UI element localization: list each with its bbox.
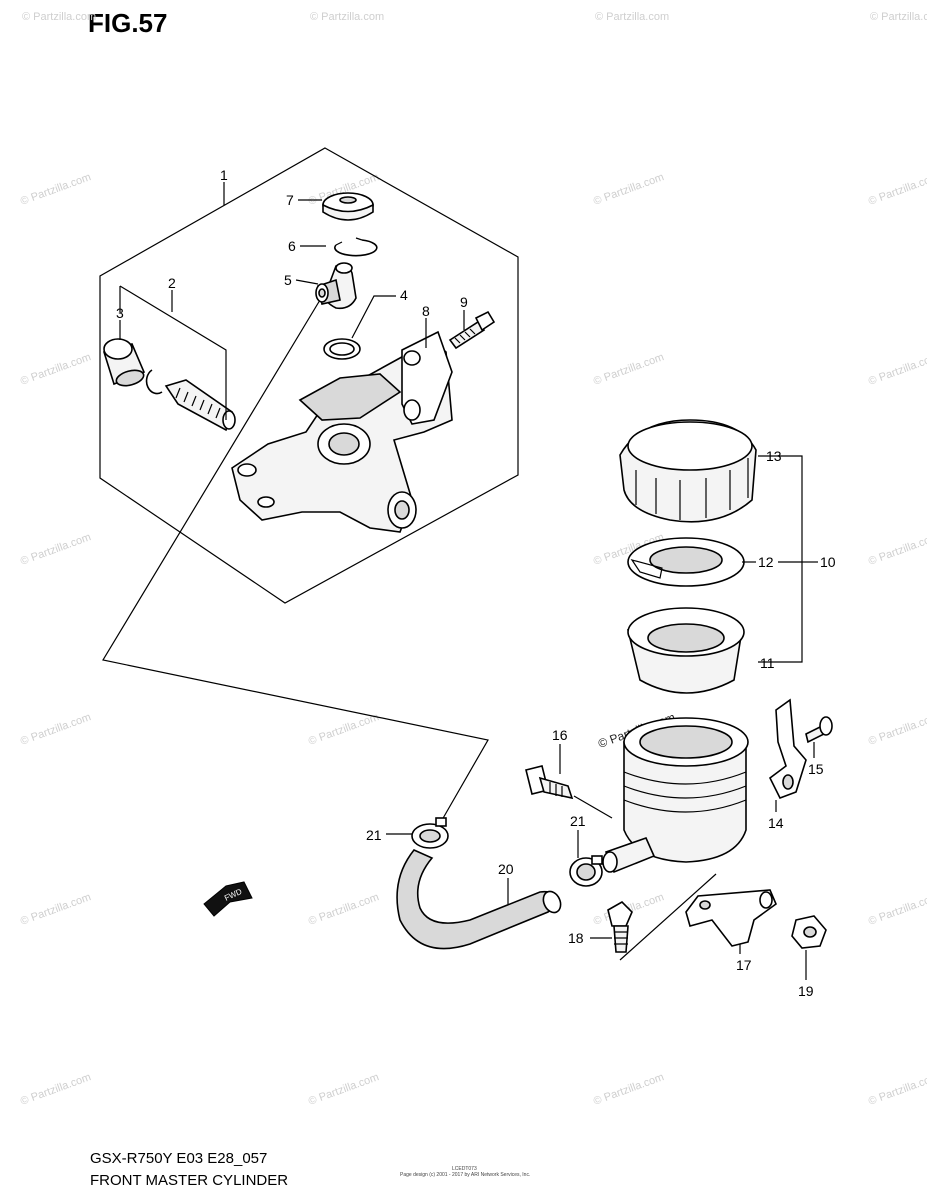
callout-3: 3 <box>116 305 124 321</box>
watermark: © Partzilla.com <box>867 1071 927 1108</box>
piston-spring[interactable] <box>164 379 236 432</box>
callout-8: 8 <box>422 303 430 319</box>
piston-snap-ring[interactable] <box>145 369 163 395</box>
watermark: © Partzilla.com <box>307 711 381 748</box>
callout-21-right: 21 <box>570 813 586 829</box>
callout-20: 20 <box>498 861 514 877</box>
part-12-diaphragm-plate[interactable] <box>627 537 745 587</box>
callout-12: 12 <box>758 554 774 570</box>
part-19-nut[interactable] <box>791 915 827 949</box>
watermark: © Partzilla.com <box>307 891 381 928</box>
watermark: © Partzilla.com <box>592 1071 666 1108</box>
watermark: © Partzilla.com <box>307 1071 381 1108</box>
callout-14: 14 <box>768 815 784 831</box>
part-8-master-cylinder-body[interactable] <box>231 330 453 533</box>
callout-1: 1 <box>220 167 228 183</box>
watermark: © Partzilla.com <box>19 171 93 208</box>
callout-16: 16 <box>552 727 568 743</box>
callout-labels: 1 2 3 4 5 6 7 8 9 10 11 12 13 14 15 16 1… <box>116 167 836 999</box>
part-14-bracket[interactable] <box>768 698 807 800</box>
part-9-bolt[interactable] <box>448 310 496 350</box>
watermark: © Partzilla.com <box>867 531 927 568</box>
callout-9: 9 <box>460 294 468 310</box>
watermark: © Partzilla.com <box>19 891 93 928</box>
callout-11: 11 <box>760 655 775 671</box>
watermark: © Partzilla.com <box>592 171 666 208</box>
part-6-circlip[interactable] <box>334 237 378 257</box>
watermark: © Partzilla.com <box>592 351 666 388</box>
part-21-hose-clamp-cylinder[interactable] <box>411 817 449 849</box>
part-5-hose-connector[interactable] <box>315 262 357 310</box>
callout-15: 15 <box>808 761 824 777</box>
watermark: © Partzilla.com <box>867 351 927 388</box>
part-4-o-ring[interactable] <box>323 338 361 360</box>
callout-18: 18 <box>568 930 584 946</box>
watermark: © Partzilla.com <box>867 171 927 208</box>
part-17-mounting-bracket[interactable] <box>685 889 777 947</box>
part-20-hose[interactable] <box>396 849 564 950</box>
part-13-reservoir-cap[interactable] <box>619 419 757 523</box>
bolt-16-leader <box>573 795 613 819</box>
footer-model-code: GSX-R750Y E03 E28_057 <box>90 1150 268 1167</box>
master-cylinder-assembly-outline <box>99 147 519 604</box>
watermark: © Partzilla.com <box>867 891 927 928</box>
callout-leaders <box>119 182 818 980</box>
callout-13: 13 <box>766 448 782 464</box>
callout-6: 6 <box>288 238 296 254</box>
footer-credit-code: LCEDT073 <box>452 1166 477 1172</box>
callout-5: 5 <box>284 272 292 288</box>
part-3-cup[interactable] <box>102 338 146 388</box>
part-15-screw[interactable] <box>805 716 833 744</box>
part-21-hose-clamp-reservoir[interactable] <box>569 855 603 887</box>
part-11-diaphragm[interactable] <box>626 607 745 694</box>
callout-7: 7 <box>286 192 294 208</box>
reservoir-tank[interactable] <box>602 717 749 874</box>
watermark: © Partzilla.com <box>19 351 93 388</box>
bracket-leader <box>619 873 717 961</box>
callout-10: 10 <box>820 554 836 570</box>
watermark: © Partzilla.com <box>19 711 93 748</box>
watermark: © Partzilla.com <box>595 11 669 23</box>
watermark: © Partzilla.com <box>22 11 96 23</box>
watermark: © Partzilla.com <box>870 11 927 23</box>
watermark: © Partzilla.com <box>310 11 384 23</box>
footer-credit: Page design (c) 2001 - 2017 by ARI Netwo… <box>400 1172 531 1178</box>
assembly-to-hose-leader <box>102 299 489 821</box>
watermark: © Partzilla.com <box>867 711 927 748</box>
callout-19: 19 <box>798 983 814 999</box>
callout-2: 2 <box>168 275 176 291</box>
fwd-arrow-icon: FWD <box>203 881 253 917</box>
footer-diagram-name: FRONT MASTER CYLINDER <box>90 1172 289 1189</box>
watermark: © Partzilla.com <box>19 1071 93 1108</box>
watermark: © Partzilla.com <box>19 531 93 568</box>
callout-4: 4 <box>400 287 408 303</box>
callout-17: 17 <box>736 957 752 973</box>
callout-21-left: 21 <box>366 827 382 843</box>
part-18-bolt[interactable] <box>607 901 633 953</box>
figure-title: FIG.57 <box>88 8 168 38</box>
part-7-cap[interactable] <box>322 192 374 221</box>
part-16-bolt[interactable] <box>525 765 574 800</box>
